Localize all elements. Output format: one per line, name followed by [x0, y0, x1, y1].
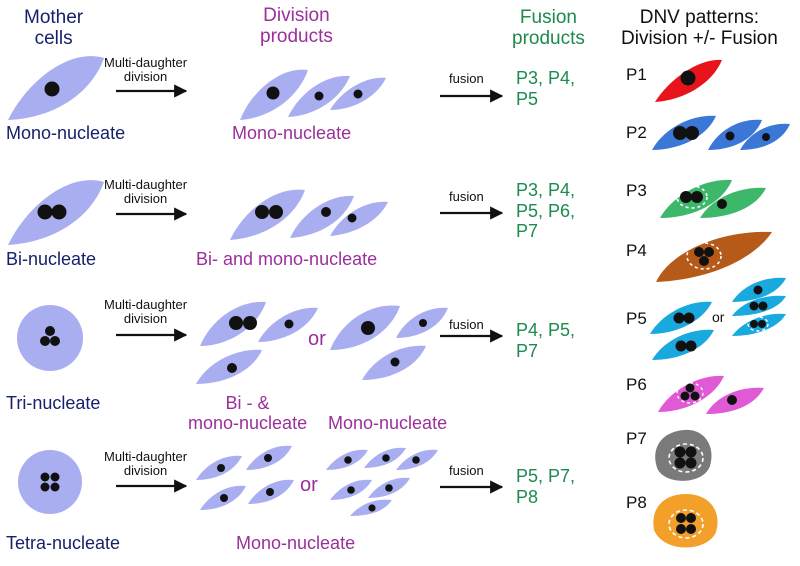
row2-fusion-arrow-label: fusion — [449, 189, 484, 204]
row4-division-arrow-label: Multi-daughter division — [104, 449, 188, 479]
row1-fusion-arrow-label: fusion — [449, 71, 484, 86]
nucleus — [37, 204, 53, 220]
pattern-P6-cells — [658, 375, 764, 414]
nucleus — [229, 316, 243, 330]
row3-mother-label: Tri-nucleate — [6, 393, 101, 413]
division-products-header: Division products — [260, 5, 333, 47]
row4-or-label: or — [300, 474, 318, 496]
pattern-label-P6: P6 — [626, 375, 647, 394]
cell-shape — [17, 305, 83, 371]
row4-fusion-products: P5, P7, P8 — [516, 466, 576, 507]
row1-products-label: Mono-nucleate — [232, 123, 352, 143]
row2-products-label: Bi- and mono-nucleate — [196, 249, 378, 269]
pattern-P1-cell — [655, 59, 722, 102]
cell-shape — [330, 201, 388, 236]
nucleus — [51, 204, 67, 220]
nucleus — [284, 319, 294, 329]
row1-daughter-cells — [240, 69, 386, 120]
nucleus — [266, 86, 280, 100]
mother-cells-header: Mother cells — [24, 7, 84, 49]
row4-daughter-cells-b — [326, 447, 438, 516]
pattern-P2-cells — [652, 115, 790, 150]
row2-division-arrow-label: Multi-daughter division — [104, 177, 188, 207]
nucleus — [347, 213, 357, 223]
row4-products-label: Mono-nucleate — [236, 533, 356, 553]
row1-fusion-products: P3, P4, P5 — [516, 68, 576, 109]
pattern-label-P2: P2 — [626, 123, 647, 142]
nucleus — [50, 336, 60, 346]
row3-division-arrow-label: Multi-daughter division — [104, 297, 188, 327]
row3-daughter-cells-a — [196, 301, 318, 384]
nucleus — [390, 357, 400, 367]
nucleus — [419, 319, 427, 327]
row3-fusion-products: P4, P5, P7 — [516, 320, 576, 361]
pattern-label-P4: P4 — [626, 241, 647, 260]
pattern-label-P7: P7 — [626, 429, 647, 448]
cell-shape — [18, 450, 82, 514]
pattern-label-P5: P5 — [626, 309, 647, 328]
nucleus — [353, 89, 363, 99]
nucleus — [50, 482, 60, 492]
cell-shape — [290, 195, 354, 238]
row4-fusion-arrow-label: fusion — [449, 463, 484, 478]
row3-mother-cell — [17, 305, 83, 371]
pattern-label-P1: P1 — [626, 65, 647, 84]
row3-daughter-cells-b — [330, 305, 448, 380]
pattern-label-P3: P3 — [626, 181, 647, 200]
nucleus — [227, 363, 237, 373]
row3-or-label: or — [308, 328, 326, 350]
pattern-P5-or-label: or — [712, 309, 725, 325]
nucleus — [269, 205, 283, 219]
row2-daughter-cells — [230, 189, 388, 240]
pattern-P5-cells — [650, 277, 786, 360]
pattern-P3-cells — [660, 179, 766, 218]
nucleus — [255, 205, 269, 219]
nucleus — [45, 326, 55, 336]
nucleus — [40, 482, 50, 492]
nucleus — [361, 321, 375, 335]
nucleus — [243, 316, 257, 330]
row4-mother-label: Tetra-nucleate — [6, 533, 121, 553]
row4-daughter-cells-a — [196, 445, 294, 510]
row2-mother-cell — [8, 180, 104, 245]
row1-mother-cell — [8, 56, 104, 120]
row3-products-label-a: Bi - & mono-nucleate — [188, 393, 308, 433]
nucleus — [314, 91, 324, 101]
row2-mother-label: Bi-nucleate — [6, 249, 97, 269]
row3-fusion-arrow-label: fusion — [449, 317, 484, 332]
dnv-patterns-header: DNV patterns: Division +/- Fusion — [621, 7, 778, 49]
nucleus — [321, 207, 331, 217]
pattern-P7-cell — [655, 429, 712, 481]
row4-mother-cell — [18, 450, 82, 514]
nucleus — [40, 336, 50, 346]
row1-mother-label: Mono-nucleate — [6, 123, 126, 143]
fusion-products-header: Fusion products — [512, 7, 585, 49]
pattern-label-P8: P8 — [626, 493, 647, 512]
row1-division-arrow-label: Multi-daughter division — [104, 55, 188, 85]
nucleus — [40, 472, 50, 482]
pattern-P8-cell — [653, 494, 718, 548]
row3-products-label-b: Mono-nucleate — [328, 413, 448, 433]
pattern-P4-cell — [656, 231, 772, 282]
nucleus — [50, 472, 60, 482]
nucleus — [44, 81, 60, 97]
row2-fusion-products: P3, P4, P5, P6, P7 — [516, 180, 576, 242]
